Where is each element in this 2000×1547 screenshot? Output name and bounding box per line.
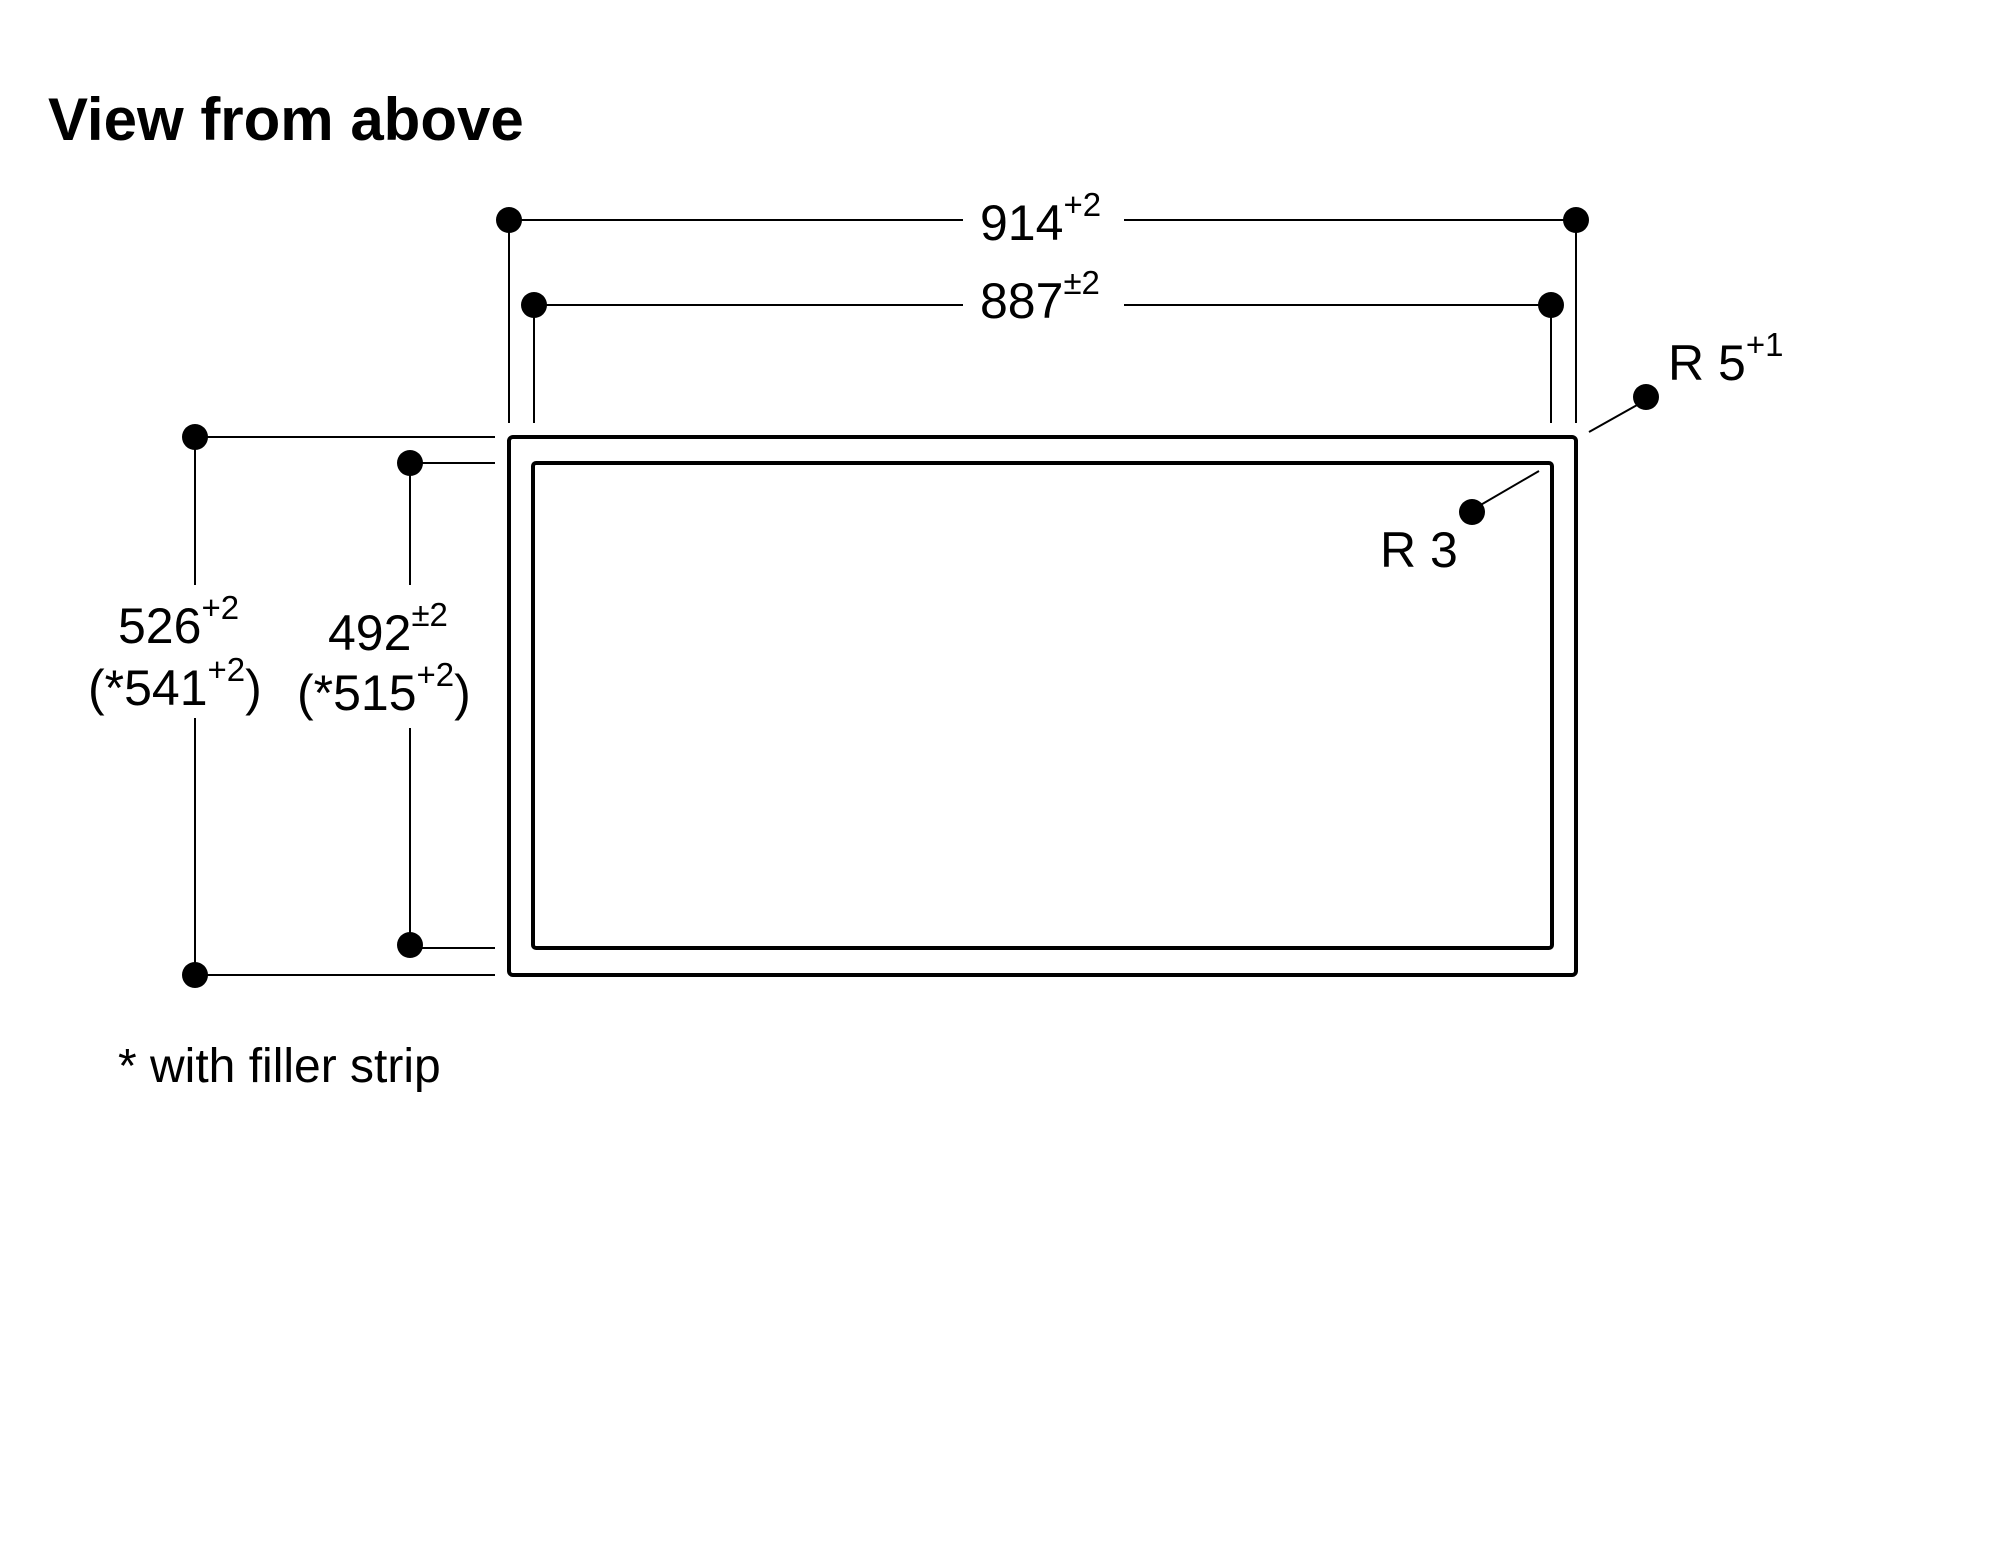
footnote: * with filler strip xyxy=(118,1040,441,1093)
dimension-dot xyxy=(521,292,547,318)
cutout-depth-dimension: 492±2 (*515+2) xyxy=(297,450,495,958)
dimension-dot xyxy=(1563,207,1589,233)
cutout-depth-label: 492±2 xyxy=(328,596,448,661)
outer-radius-callout: R 5+1 xyxy=(1588,326,1783,433)
dimension-dot xyxy=(1538,292,1564,318)
overall-width-label: 914+2 xyxy=(980,186,1101,251)
callout-dot xyxy=(1633,384,1659,410)
dimension-dot xyxy=(397,932,423,958)
dimension-dot xyxy=(182,962,208,988)
cutout-width-dimension: 887±2 xyxy=(521,264,1564,423)
overall-depth-label: 526+2 xyxy=(118,589,239,654)
page-title: View from above xyxy=(48,86,524,153)
inner-radius-label: R 3 xyxy=(1380,522,1458,578)
inner-radius-callout: R 3 xyxy=(1380,470,1540,578)
dimension-dot xyxy=(182,424,208,450)
dimension-dot xyxy=(496,207,522,233)
cutout-width-label: 887±2 xyxy=(980,264,1100,329)
dimension-dot xyxy=(397,450,423,476)
leader-line xyxy=(1471,470,1540,511)
outer-frame xyxy=(507,435,1578,977)
callout-dot xyxy=(1459,499,1485,525)
overall-depth-filler-label: (*541+2) xyxy=(88,651,262,716)
overall-depth-dimension: 526+2 (*541+2) xyxy=(88,424,495,988)
overall-width-dimension: 914+2 xyxy=(496,186,1589,423)
outer-radius-label: R 5+1 xyxy=(1668,326,1783,391)
inner-cutout xyxy=(531,461,1554,950)
cutout-depth-filler-label: (*515+2) xyxy=(297,656,471,721)
